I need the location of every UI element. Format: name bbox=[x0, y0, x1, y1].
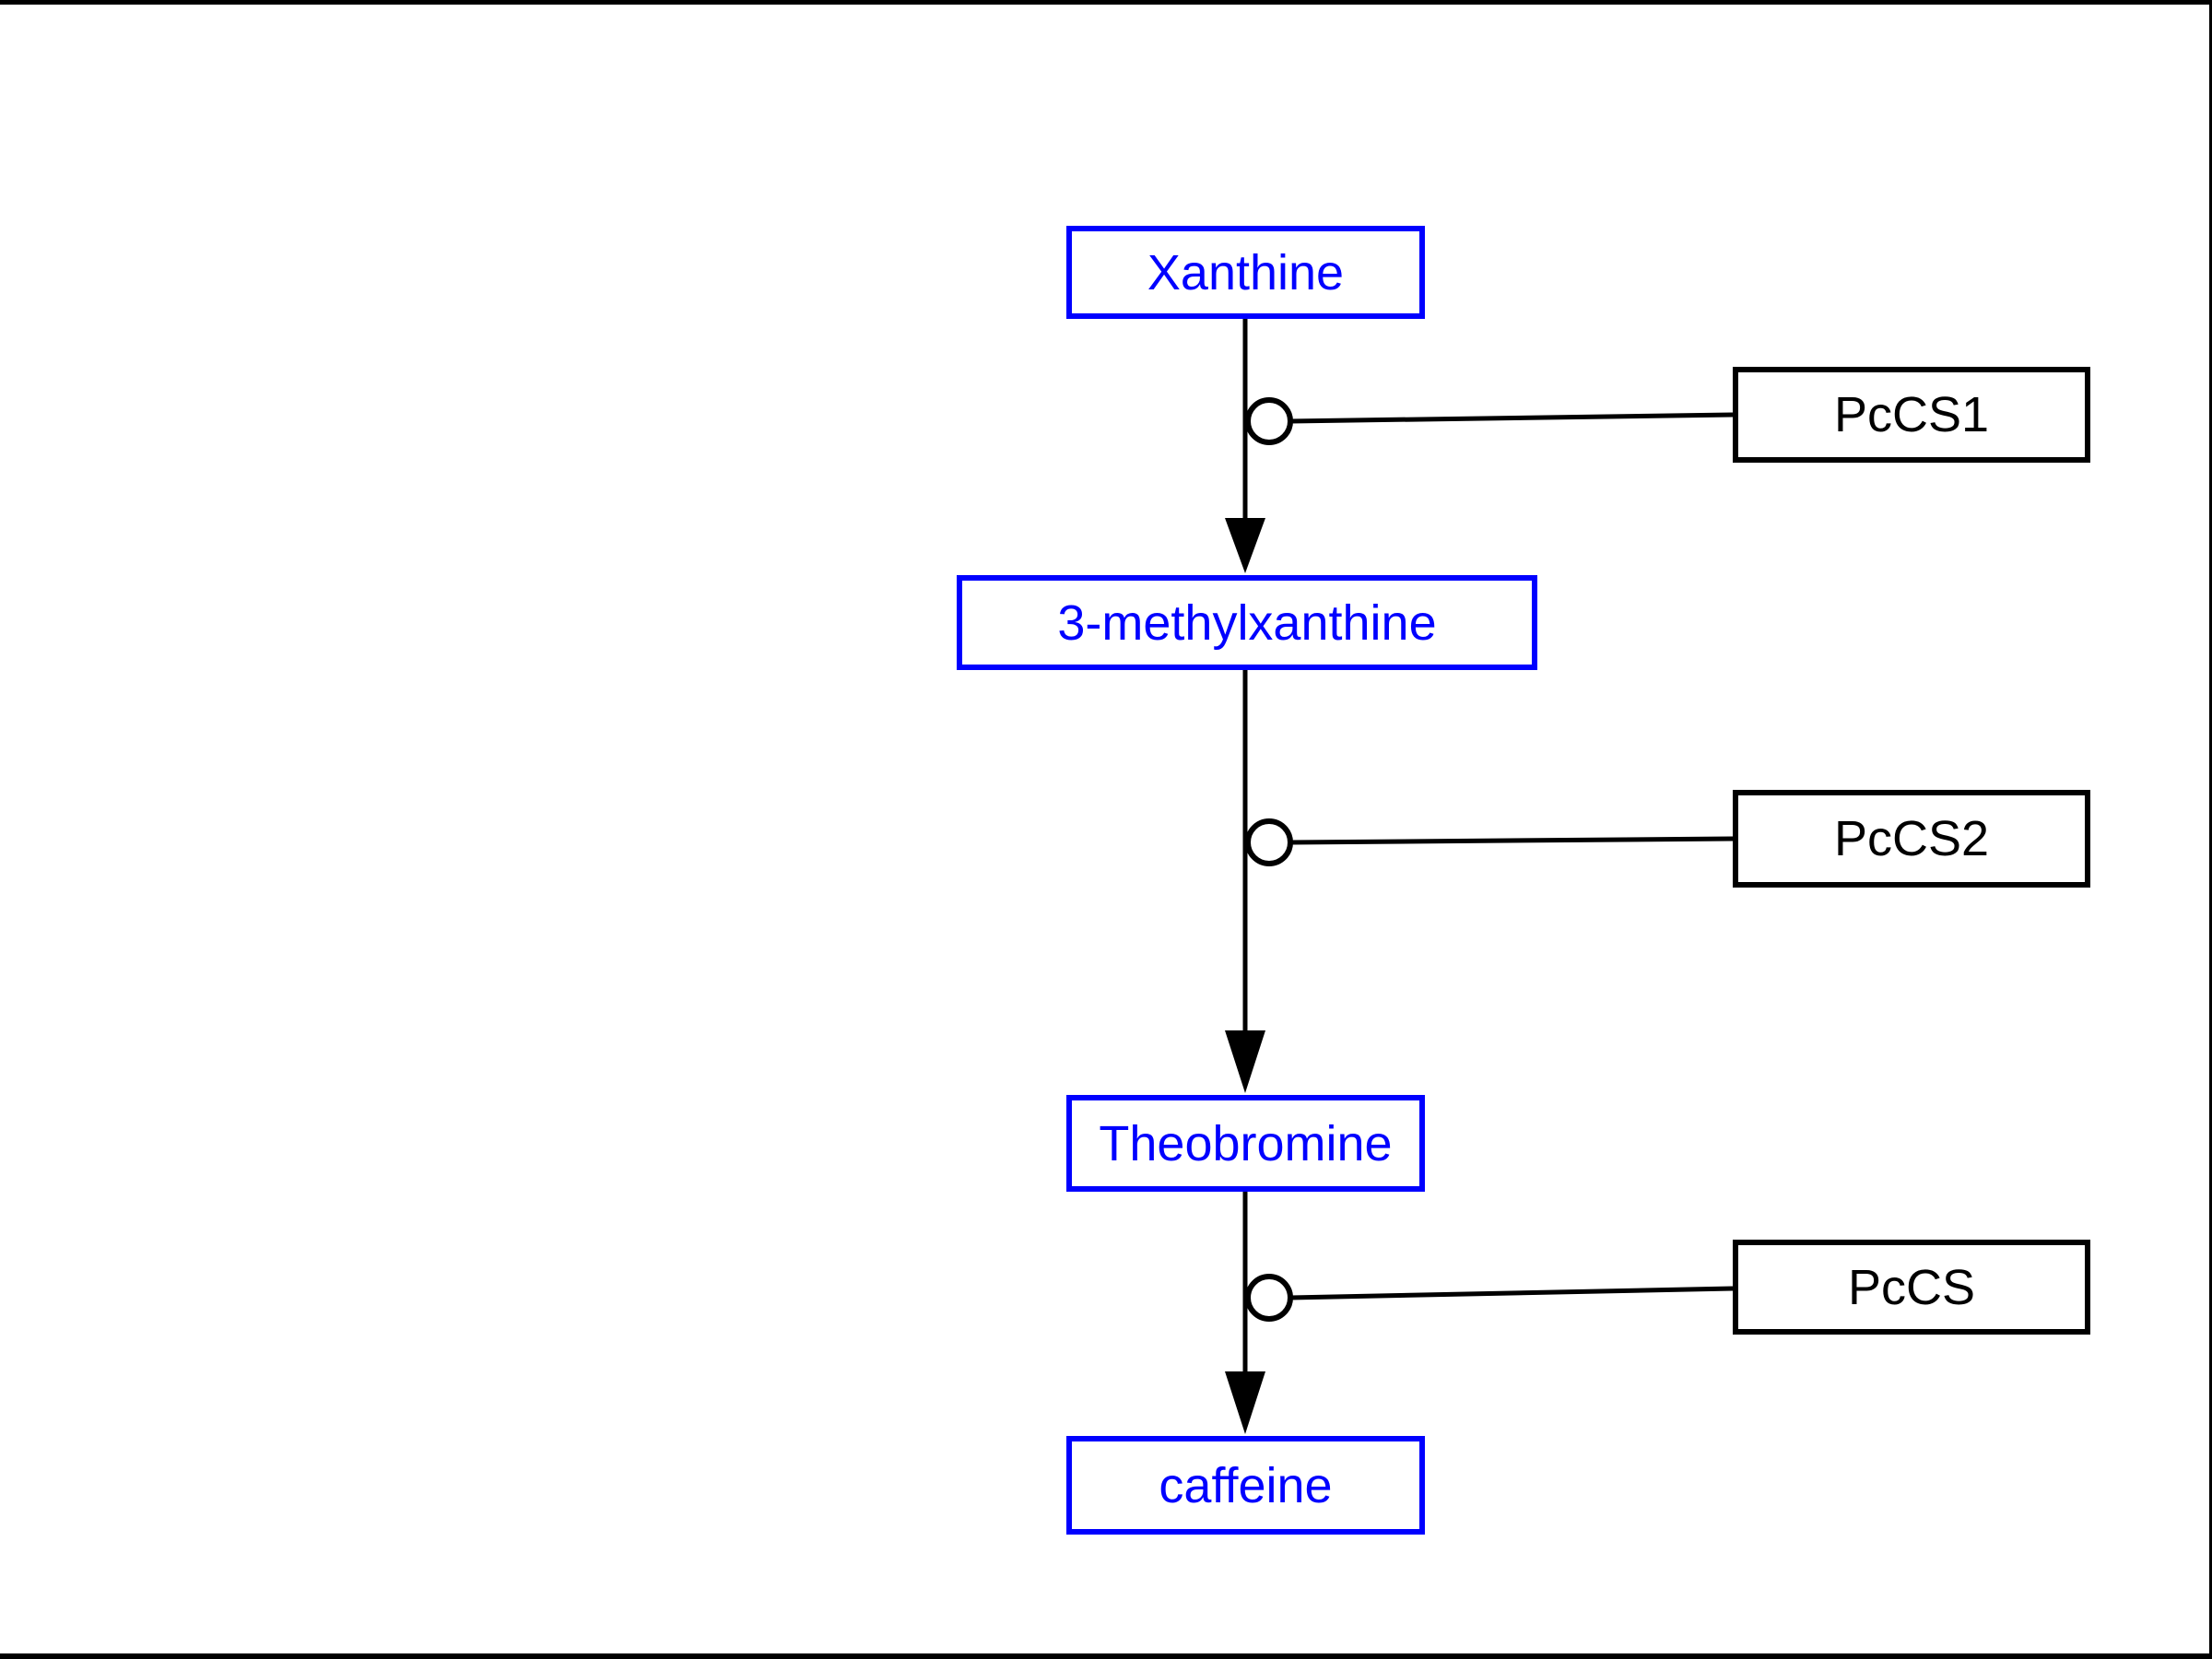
enzyme-box-pccs2: PcCS2 bbox=[1733, 790, 2090, 888]
arrowhead-icon-2 bbox=[1225, 1030, 1265, 1093]
metabolite-label: caffeine bbox=[1159, 1457, 1333, 1513]
metabolite-label: 3-methylxanthine bbox=[1057, 594, 1437, 651]
metabolite-box-xanthine: Xanthine bbox=[1066, 226, 1425, 319]
enzyme-box-pccs: PcCS bbox=[1733, 1240, 2090, 1335]
arrowhead-icon-1 bbox=[1225, 518, 1265, 573]
enzyme-connector-3 bbox=[1289, 1286, 1734, 1300]
frame-edge-right bbox=[2209, 0, 2212, 1659]
metabolite-label: Theobromine bbox=[1099, 1115, 1393, 1171]
enzyme-label: PcCS bbox=[1847, 1259, 1976, 1315]
catalysis-node-icon-3 bbox=[1245, 1274, 1293, 1322]
enzyme-label: PcCS2 bbox=[1833, 811, 1990, 866]
metabolite-box-3-methylxanthine: 3-methylxanthine bbox=[957, 575, 1537, 670]
enzyme-label: PcCS1 bbox=[1833, 387, 1990, 442]
frame-edge-top bbox=[0, 0, 2212, 5]
frame-edge-bottom bbox=[0, 1653, 2212, 1659]
metabolite-box-theobromine: Theobromine bbox=[1066, 1095, 1425, 1192]
catalysis-node-icon-1 bbox=[1245, 397, 1293, 445]
metabolite-box-caffeine: caffeine bbox=[1066, 1436, 1425, 1535]
enzyme-box-pccs1: PcCS1 bbox=[1733, 367, 2090, 463]
arrowhead-icon-3 bbox=[1225, 1371, 1265, 1434]
metabolite-label: Xanthine bbox=[1147, 244, 1345, 300]
enzyme-connector-2 bbox=[1289, 836, 1734, 845]
catalysis-node-icon-2 bbox=[1245, 818, 1293, 866]
enzyme-connector-1 bbox=[1289, 412, 1734, 424]
